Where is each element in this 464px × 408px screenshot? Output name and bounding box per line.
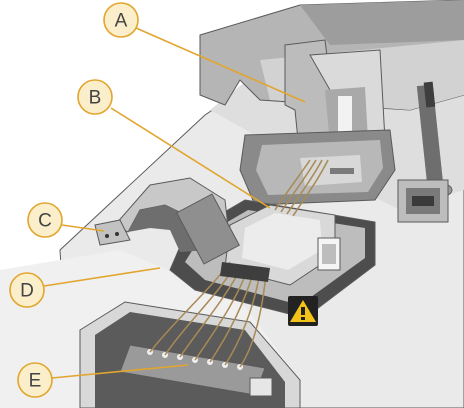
reagent-manifold-bay bbox=[79, 301, 301, 408]
tubing-connector bbox=[220, 262, 270, 282]
callout-a: A bbox=[103, 2, 139, 38]
callout-e: E bbox=[17, 362, 53, 398]
callout-b-label: B bbox=[89, 88, 102, 109]
flow-cell-latch bbox=[94, 177, 240, 265]
warning-label bbox=[288, 296, 318, 326]
callout-d: D bbox=[9, 272, 45, 308]
callout-e-label: E bbox=[29, 371, 42, 392]
callout-leaders bbox=[43, 27, 306, 379]
upper-clamp bbox=[239, 39, 396, 206]
callout-c-label: C bbox=[38, 211, 52, 232]
callout-a-label: A bbox=[115, 11, 128, 32]
callout-d-label: D bbox=[20, 281, 34, 302]
callout-b: B bbox=[77, 79, 113, 115]
callout-c: C bbox=[27, 202, 63, 238]
